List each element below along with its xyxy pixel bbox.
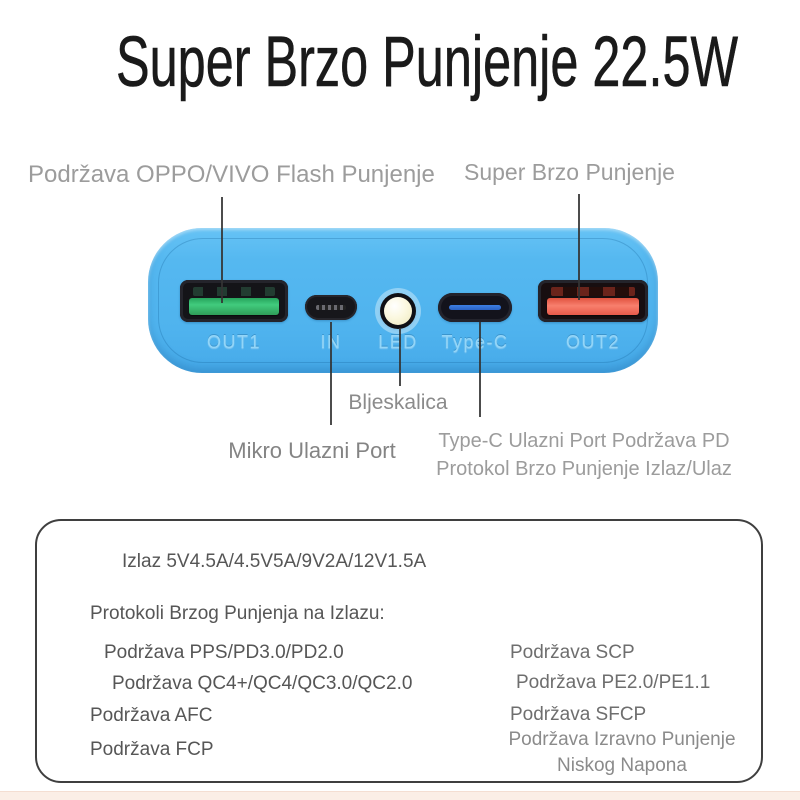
pointer-line-out2 (578, 194, 580, 300)
spec-item-low-voltage-note: Podržava Izravno Punjenje Niskog Napona (457, 727, 787, 779)
port-label-led: LED (378, 332, 418, 352)
annotation-typec-line1: Type-C Ulazni Port Podržava PD (438, 430, 730, 452)
flashlight-led-icon (380, 293, 416, 329)
annotation-typec-input: Type-C Ulazni Port Podržava PD Protokol … (436, 427, 732, 483)
port-label-typec: Type-C (441, 332, 509, 352)
spec-protocols-header: Protokoli Brzog Punjenja na Izlazu: (90, 603, 385, 624)
usb-contacts-out2 (551, 287, 635, 296)
led-dome (384, 297, 412, 325)
page-bottom-strip (0, 791, 800, 800)
pointer-line-out1 (221, 197, 223, 303)
spec-item-sfcp: Podržava SFCP (510, 704, 647, 725)
spec-item-qc: Podržava QC4+/QC4/QC3.0/QC2.0 (112, 673, 413, 694)
annotation-micro-input: Mikro Ulazni Port (228, 438, 396, 463)
spec-item-scp: Podržava SCP (510, 642, 635, 663)
spec-item-afc: Podržava AFC (90, 705, 213, 726)
low-voltage-line1: Podržava Izravno Punjenje (508, 729, 736, 750)
annotation-super-fast-charge: Super Brzo Punjenje (464, 159, 675, 185)
powerbank-device: OUT1 IN LED Type-C OUT2 (148, 228, 658, 373)
usb-tongue-green (189, 298, 279, 315)
spec-item-fcp: Podržava FCP (90, 739, 214, 760)
usb-contacts-out1 (193, 287, 275, 296)
usb-tongue-red (547, 298, 639, 315)
pointer-line-micro-in (330, 322, 332, 425)
pointer-line-typec (479, 322, 481, 417)
micro-usb-pins (316, 305, 346, 310)
spec-box: Izlaz 5V4.5A/4.5V5A/9V2A/12V1.5A Protoko… (35, 519, 763, 783)
usb-a-port-out2 (538, 280, 648, 322)
spec-item-pps-pd: Podržava PPS/PD3.0/PD2.0 (104, 642, 344, 663)
low-voltage-line2: Niskog Napona (557, 755, 687, 776)
usb-a-port-out1 (180, 280, 288, 322)
page-title: Super Brzo Punjenje 22.5W (116, 23, 739, 103)
port-label-out1: OUT1 (206, 332, 261, 352)
usb-c-tongue (449, 305, 501, 310)
annotation-flashlight: Bljeskalica (348, 391, 448, 414)
annotation-typec-line2: Protokol Brzo Punjenje Izlaz/Ulaz (436, 458, 732, 480)
port-label-out2: OUT2 (565, 332, 620, 352)
annotation-oppo-vivo-flash: Podržava OPPO/VIVO Flash Punjenje (28, 161, 435, 188)
pointer-line-led (399, 328, 401, 386)
spec-item-pe: Podržava PE2.0/PE1.1 (516, 672, 711, 693)
usb-c-port (438, 293, 512, 322)
spec-output: Izlaz 5V4.5A/4.5V5A/9V2A/12V1.5A (122, 551, 427, 572)
micro-usb-port-in (305, 295, 357, 320)
